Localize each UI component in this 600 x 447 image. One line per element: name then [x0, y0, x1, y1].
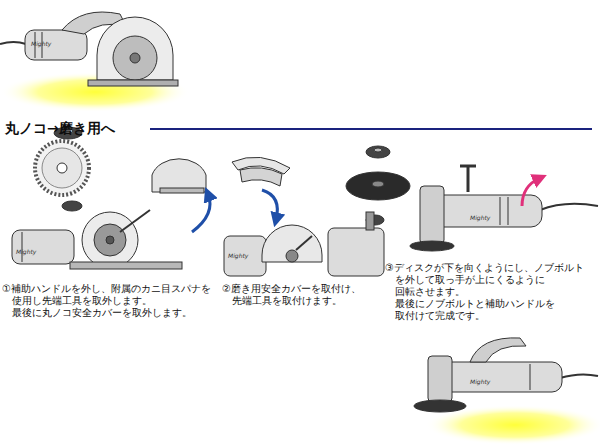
step3-figure [410, 166, 598, 251]
brand-mark: Mighty [31, 40, 51, 47]
step2-figure [224, 157, 322, 276]
step-note: ①補助ハンドルを外し、附属のカニ目スパナを 使用し先端工具を取外します。 最後に… [2, 283, 234, 319]
circular-saw [0, 12, 190, 112]
step1-figure [12, 127, 210, 269]
heading-rule [150, 128, 592, 130]
step-note: ②磨き用安全カバーを取付け、 先端工具を取付けます。 [222, 283, 384, 307]
brand-mark: Mighty [16, 248, 36, 255]
disc-figure [328, 146, 410, 276]
brand-mark: Mighty [470, 378, 490, 385]
brand-mark: Mighty [228, 252, 248, 259]
step-note: ③ディスクが下を向くようにし、ノブボルト を外して取っ手が上にくるように 回転さ… [385, 262, 597, 322]
brand-mark: Mighty [470, 214, 490, 221]
finished-grinder [414, 338, 600, 445]
heading: 丸ノコ→磨き用へ [5, 120, 115, 138]
